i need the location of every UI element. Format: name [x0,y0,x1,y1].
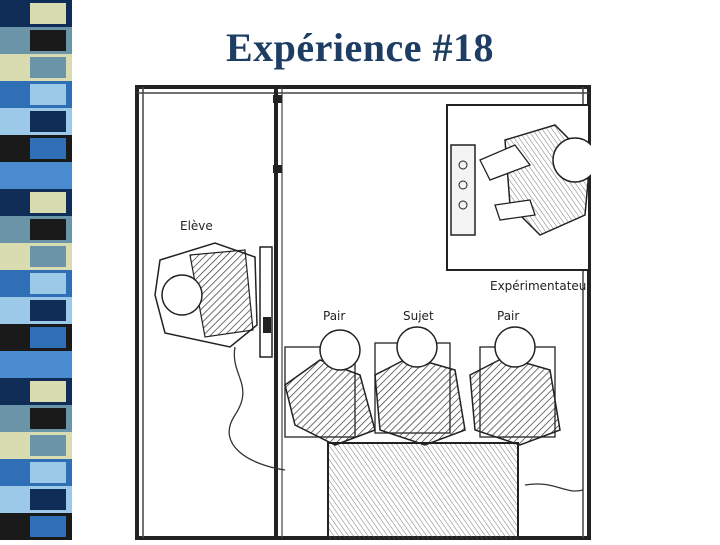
experimenter-figure [479,124,598,236]
stripe-block-inner [30,489,66,510]
stripe-block [0,108,72,135]
stripe-block [0,459,72,486]
stripe-block-inner [30,354,66,375]
label-peer-left: Pair [323,309,345,323]
stripe-block-inner [30,435,66,456]
stripe-block-inner [30,192,66,213]
stripe-block [0,162,72,189]
stripe-block [0,135,72,162]
floor-wire [524,483,584,492]
stripe-block [0,486,72,513]
table [327,442,519,541]
stripe-block [0,270,72,297]
stripe-block-inner [30,138,66,159]
stripe-block-inner [30,165,66,186]
stripe-block [0,81,72,108]
decorative-stripe-bar [0,0,72,540]
stripe-block [0,405,72,432]
subject-figure [374,326,466,446]
stripe-block-inner [30,381,66,402]
stripe-block [0,0,72,27]
electrode-wire [228,346,286,471]
stripe-block-inner [30,30,66,51]
stripe-block-inner [30,516,66,537]
stripe-block [0,513,72,540]
stripe-block [0,297,72,324]
label-experimenter: Expérimentateur [490,279,591,293]
stripe-block [0,351,72,378]
stripe-block-inner [30,462,66,483]
peer-left-figure [284,329,376,446]
stripe-block [0,189,72,216]
stripe-block-inner [30,246,66,267]
stripe-block-inner [30,84,66,105]
stripe-block [0,216,72,243]
stripe-block-inner [30,57,66,78]
stripe-block [0,54,72,81]
stripe-block-inner [30,3,66,24]
stripe-block [0,432,72,459]
label-peer-right: Pair [497,309,519,323]
student-figure [154,242,273,358]
label-student: Elève [180,219,213,233]
stripe-block-inner [30,273,66,294]
experiment-room-diagram: Expérimentateur Elève Pair Sujet Pair [135,85,598,541]
label-subject: Sujet [403,309,434,323]
stripe-block-inner [30,327,66,348]
stripe-block [0,243,72,270]
stripe-block [0,324,72,351]
stripe-block-inner [30,408,66,429]
stripe-block-inner [30,300,66,321]
slide-title: Expérience #18 [225,25,495,70]
stripe-block-inner [30,111,66,132]
stripe-block [0,378,72,405]
peer-right-figure [469,326,561,446]
stripe-block-inner [30,219,66,240]
stripe-block [0,27,72,54]
